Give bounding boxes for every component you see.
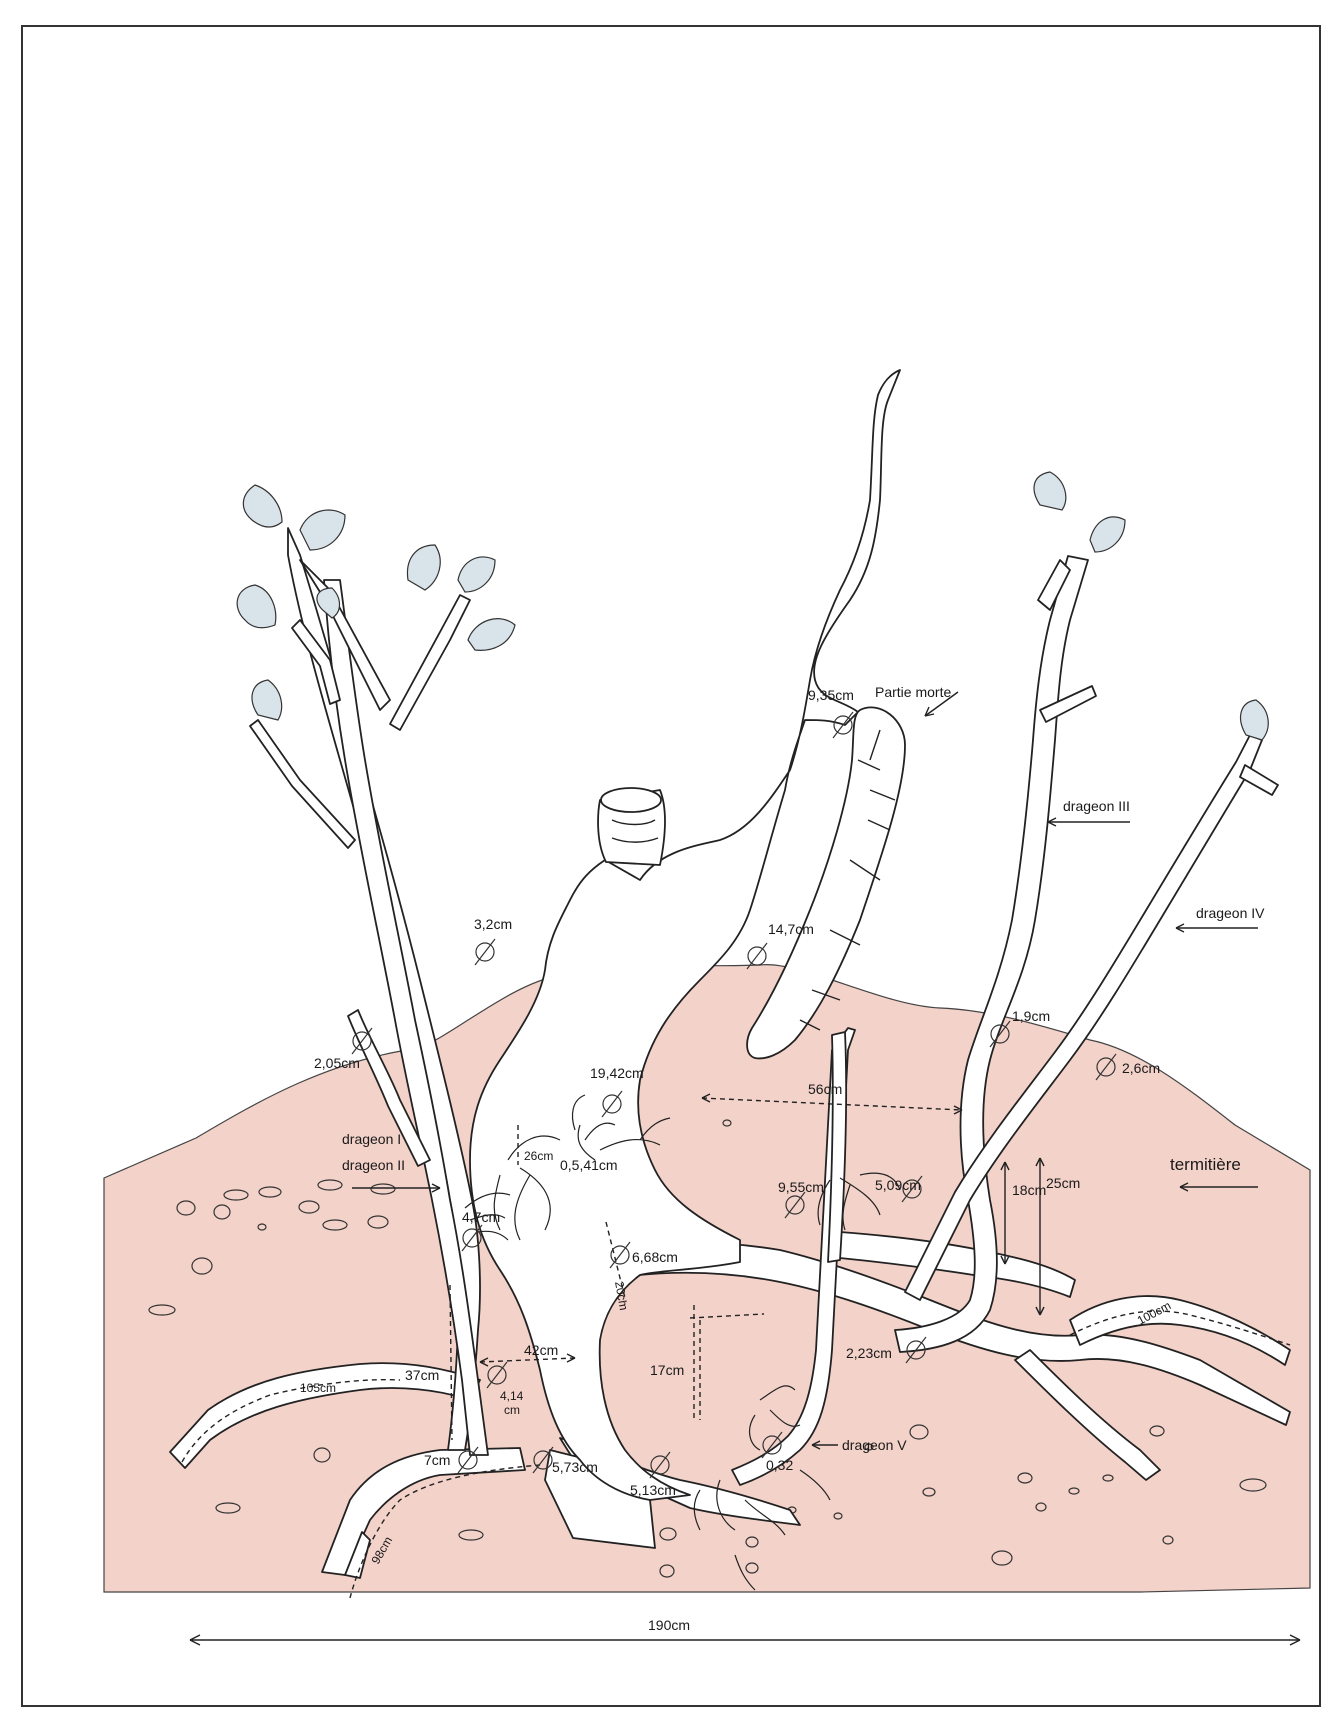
diameter-4-14: 4,14 [500,1389,524,1403]
diameter-2-05: 2,05cm [314,1055,360,1071]
diameter-0-32: 0,32 [766,1457,793,1473]
diameter-3-2: 3,2cm [474,916,512,932]
diameter-4-14-unit: cm [504,1403,520,1417]
label-drageon-1: drageon I [342,1131,401,1147]
label-drageon-5: drageon V [842,1437,907,1453]
length-26: 26cm [524,1149,553,1163]
left-branch-2 [390,595,470,730]
length-42: 42cm [524,1342,558,1358]
label-drageon-3: drageon III [1063,798,1130,814]
label-termitiere: termitière [1170,1155,1241,1174]
length-37: 37cm [405,1367,439,1383]
label-drageon-4: drageon IV [1196,905,1265,921]
cut-stump [598,788,665,865]
length-25: 25cm [1046,1175,1080,1191]
width-scale [190,1635,1300,1645]
diameter-5-73: 5,73cm [552,1459,598,1475]
diameter-1-9: 1,9cm [1012,1008,1050,1024]
diameter-5-09: 5,09cm [875,1177,921,1193]
label-drageon-2: drageon II [342,1157,405,1173]
length-56: 56cm [808,1081,842,1097]
diameter-9-35: 9,35cm [808,687,854,703]
diameter-5-13: 5,13cm [630,1482,676,1498]
length-17: 17cm [650,1362,684,1378]
diameter-9-55: 9,55cm [778,1179,824,1195]
diameter-14-7: 14,7cm [768,921,814,937]
diameter-2-6: 2,6cm [1122,1060,1160,1076]
length-105: 105cm [300,1381,336,1395]
diameter-6-68: 6,68cm [632,1249,678,1265]
diameter-4-7: 4,7cm [462,1209,500,1225]
length-18: 18cm [1012,1182,1046,1198]
diameter-7: 7cm [424,1452,450,1468]
diameter-19-42: 19,42cm [590,1065,644,1081]
diameter-2-23: 2,23cm [846,1345,892,1361]
diameter-0-541: 0,5,41cm [560,1157,618,1173]
label-partie-morte: Partie morte [875,684,951,700]
leaves-drageon-4 [1241,700,1269,740]
leaves-drageon-3 [1034,472,1125,552]
length-190: 190cm [648,1617,690,1633]
drageon-4-twig [1240,765,1278,795]
